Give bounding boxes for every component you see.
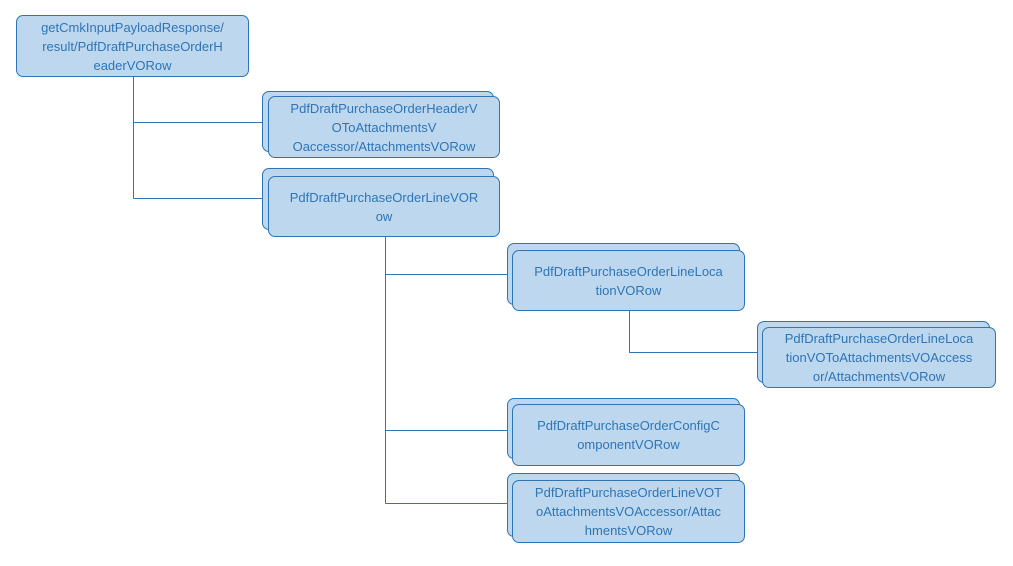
node-line-attachments-label: PdfDraftPurchaseOrderLineVOT oAttachment…: [534, 485, 723, 538]
node-line-location-label: PdfDraftPurchaseOrderLineLoca tionVORow: [534, 263, 723, 298]
connector-root-children: [133, 77, 265, 199]
node-config-component-label: PdfDraftPurchaseOrderConfigC omponentVOR…: [537, 418, 720, 452]
node-root-label: getCmkInputPayloadResponse/ result/PdfDr…: [41, 19, 224, 73]
node-line-location-attachments-label: PdfDraftPurchaseOrderLineLoca tionVOToAt…: [784, 331, 974, 384]
connector-location-attachments: [629, 311, 760, 353]
node-line-label: PdfDraftPurchaseOrderLineVOR ow: [289, 189, 479, 224]
node-header-attachments-label: PdfDraftPurchaseOrderHeaderV OToAttachme…: [290, 100, 478, 154]
connector-line-children: [385, 237, 509, 504]
